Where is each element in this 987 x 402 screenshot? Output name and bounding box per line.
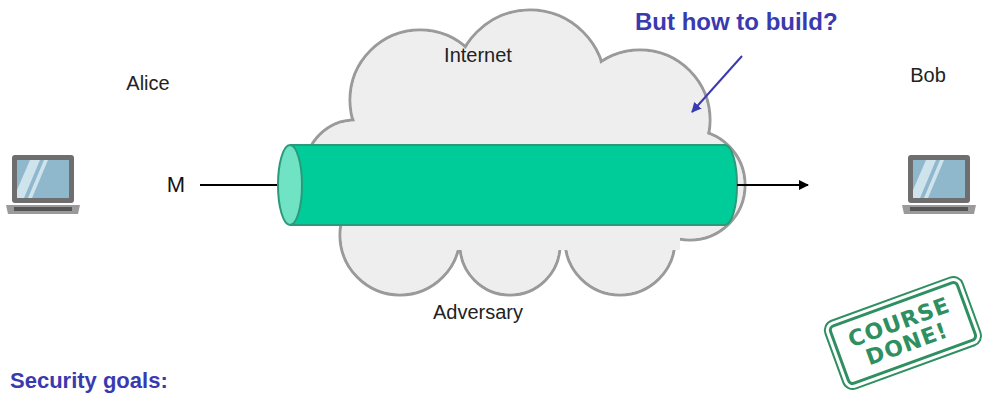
stamp-text: COURSE DONE! bbox=[842, 292, 963, 374]
message-label: M bbox=[167, 172, 185, 197]
secure-channel-pipe bbox=[278, 145, 737, 225]
adversary-label: Adversary bbox=[433, 301, 523, 324]
course-done-stamp: COURSE DONE! bbox=[827, 279, 979, 387]
endpoint-name: Bob bbox=[910, 64, 946, 87]
output-arrow bbox=[737, 184, 808, 186]
callout-arrow bbox=[692, 56, 742, 112]
section-heading: Security goals: bbox=[10, 368, 168, 393]
laptop-icon bbox=[6, 155, 80, 214]
callout-text: But how to build? bbox=[635, 8, 838, 36]
network-label: Internet bbox=[444, 44, 512, 67]
endpoint-name: Alice bbox=[126, 72, 169, 95]
laptop-icon bbox=[902, 155, 976, 214]
